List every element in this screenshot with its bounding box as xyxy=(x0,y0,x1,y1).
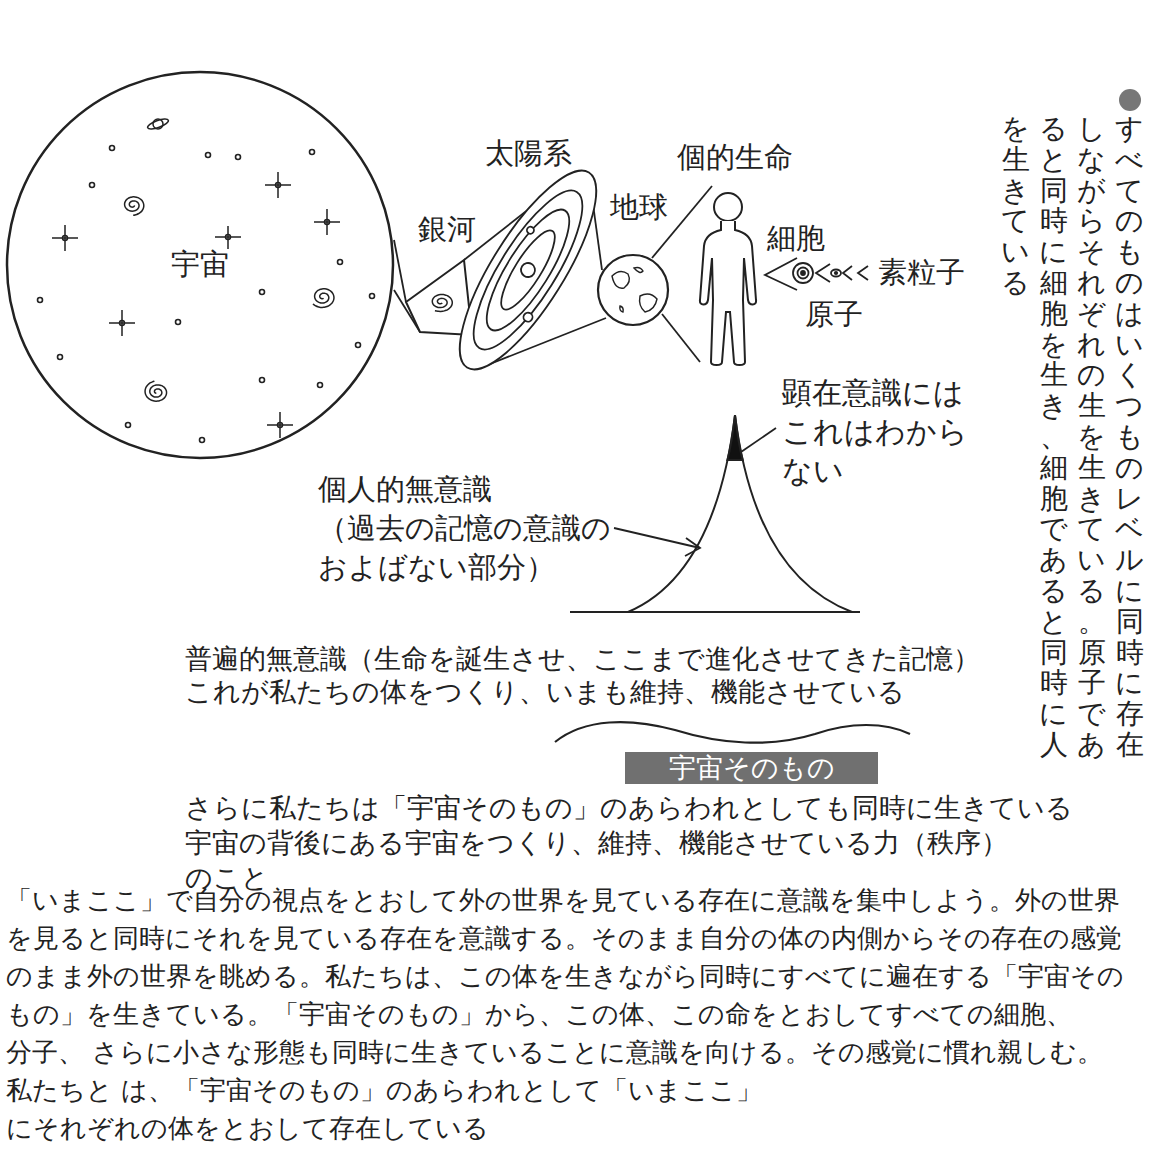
cell-atom-particle xyxy=(835,272,837,274)
star-field xyxy=(318,383,323,388)
level-name: 銀河 xyxy=(418,215,476,244)
universe-circle: 宇宙 xyxy=(5,70,395,460)
bullet-dot xyxy=(1119,89,1141,111)
universe-band: 宇宙そのもの xyxy=(625,752,878,784)
solar-system xyxy=(493,224,564,316)
cell-atom-particle xyxy=(858,266,868,280)
star-field xyxy=(206,153,211,158)
level-name: 地球 xyxy=(610,193,668,222)
explanation-note: さらに私たちは「宇宙そのもの」のあらわれとしても同時に生きている 宇宙の背後にあ… xyxy=(185,790,1085,895)
sparkle-star xyxy=(278,423,283,428)
leader-line xyxy=(685,538,700,556)
spiral-galaxy xyxy=(145,381,166,401)
solar-system xyxy=(456,177,601,363)
galaxy-panel xyxy=(406,260,472,335)
solar-system xyxy=(437,153,620,386)
level-name: 素粒子 xyxy=(878,258,965,287)
star-field xyxy=(126,423,131,428)
leader-line xyxy=(741,428,776,452)
wave-line xyxy=(555,722,910,743)
level-name: 原子 xyxy=(805,300,863,329)
solar-system xyxy=(522,311,534,323)
spiral-galaxy xyxy=(125,197,144,215)
cell-atom-particle xyxy=(798,268,809,279)
earth xyxy=(598,255,668,325)
cell-atom-particle xyxy=(801,271,805,275)
galaxy-panel xyxy=(406,260,472,335)
bullet-dot xyxy=(1119,89,1141,111)
sparkle-star xyxy=(226,235,231,240)
cell-atom-particle xyxy=(765,258,868,290)
level-name: 細胞 xyxy=(767,224,825,253)
star-field xyxy=(338,260,343,265)
sparkle-star xyxy=(52,172,340,438)
earth xyxy=(620,306,623,312)
star-field xyxy=(260,290,265,295)
body-paragraph: 「いまここ」で自分の視点をとおして外の世界を見ている存在に意識を集中しよう。外の… xyxy=(6,881,1146,1147)
star-field xyxy=(58,355,63,360)
level-name: 個的生命 xyxy=(677,143,793,172)
consciousness-mountain xyxy=(727,415,742,460)
spiral-galaxy xyxy=(125,197,453,401)
universe-outline xyxy=(7,72,393,458)
star-field xyxy=(90,183,95,188)
cell-atom-particle xyxy=(831,270,841,277)
callout-note: 顕在意識には これはわから ない xyxy=(782,373,974,490)
sparkle-star xyxy=(265,172,291,198)
sparkle-star xyxy=(109,310,135,336)
zoom-line xyxy=(662,314,700,362)
solar-system xyxy=(473,200,583,341)
star-field xyxy=(310,150,315,155)
callout-note: 個人的無意識 （過去の記憶の意識の およばない部分） xyxy=(318,470,618,587)
star-field xyxy=(110,146,115,151)
spiral-galaxy xyxy=(313,289,334,308)
human-figure xyxy=(700,221,756,365)
earth xyxy=(634,267,643,272)
sparkle-star xyxy=(267,412,293,438)
star-field xyxy=(38,146,375,443)
sparkle-star xyxy=(325,220,330,225)
star-field xyxy=(200,438,205,443)
consciousness-mountain xyxy=(628,415,735,612)
sparkle-star xyxy=(276,183,281,188)
explanation-note: 普遍的無意識（生命を誕生させ、ここまで進化させてきた記憶） これが私たちの体をつ… xyxy=(185,643,985,709)
human-figure xyxy=(714,193,742,221)
earth xyxy=(640,294,657,312)
human-figure xyxy=(700,193,756,365)
leader-line xyxy=(614,428,776,556)
star-field xyxy=(38,298,43,303)
ringed-planet xyxy=(146,117,169,131)
star-field xyxy=(236,155,241,160)
node-label: 宇宙そのもの xyxy=(669,753,835,783)
star-field xyxy=(370,294,375,299)
solar-system xyxy=(526,225,536,235)
star-field xyxy=(356,343,361,348)
spiral-galaxy xyxy=(432,295,452,312)
wave-line xyxy=(555,722,910,743)
sparkle-star xyxy=(314,209,340,235)
ringed-planet xyxy=(146,117,169,131)
consciousness-mountain xyxy=(570,611,860,613)
sparkle-star xyxy=(215,226,241,249)
vertical-caption: すべてのものはいくつものレベルに同時に存在しながらそれぞれの生を生きている。原子… xyxy=(1002,114,1144,764)
cell-atom-particle xyxy=(843,266,852,280)
sparkle-star xyxy=(120,321,125,326)
cell-atom-particle xyxy=(816,264,830,282)
sparkle-star xyxy=(52,225,78,251)
node-label: 宇宙 xyxy=(171,249,229,281)
solar-system xyxy=(518,260,537,279)
level-name: 太陽系 xyxy=(485,139,572,168)
sparkle-star xyxy=(63,236,68,241)
solar-system xyxy=(437,153,620,386)
earth xyxy=(598,255,668,325)
cell-atom-particle xyxy=(793,263,813,283)
earth xyxy=(612,271,629,288)
star-field xyxy=(176,320,181,325)
star-field xyxy=(260,378,265,383)
